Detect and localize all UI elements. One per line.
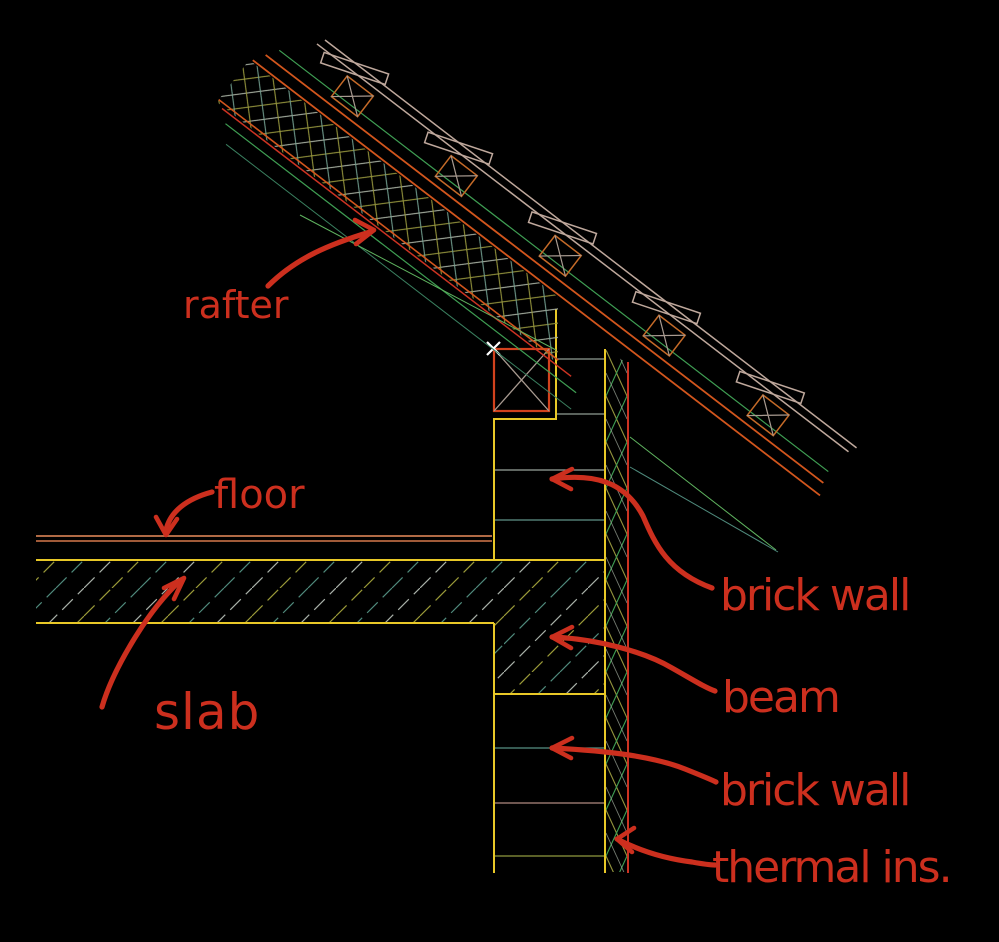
ceiling-lines: [299, 214, 779, 553]
thermal-ins-label: thermal ins.: [712, 842, 951, 893]
annotations: [99, 217, 719, 868]
batten-icon: [538, 234, 583, 278]
brick-wall-lower-label: brick wall: [720, 765, 909, 816]
beam-leader-arrow: [549, 624, 718, 694]
wall-section: [36, 309, 629, 873]
brick-course-lines: [495, 358, 604, 857]
beam-label: beam: [722, 672, 839, 723]
slab-leader-arrow: [99, 575, 187, 710]
roof-tiles: [319, 51, 806, 405]
tile-icon: [735, 370, 806, 405]
rafter-leader-arrow: [265, 217, 377, 289]
slab-beam-hatch: [36, 561, 605, 693]
floor-label: floor: [214, 472, 305, 518]
tile-icon: [631, 290, 702, 325]
tile-icon: [423, 131, 494, 166]
rafter-label: rafter: [183, 283, 289, 327]
floor-leader-arrow: [153, 489, 215, 538]
tile-icon: [527, 210, 598, 245]
roof-layer-lines: [218, 39, 858, 497]
wall-outline: [36, 309, 606, 873]
brick-wall-upper-leader-arrow: [549, 466, 715, 591]
slab-label: slab: [154, 683, 260, 741]
batten-icon: [746, 393, 791, 437]
brick-wall-upper-label: brick wall: [720, 570, 909, 621]
batten-icon: [642, 314, 687, 357]
rafter-insulation-band: [216, 59, 558, 376]
thermal-ins-leader-arrow: [614, 825, 718, 868]
wall-plate: [492, 347, 551, 413]
batten-icon: [330, 74, 375, 118]
annotation-labels: rafter floor slab brick wall beam brick …: [154, 283, 953, 893]
roof-assembly: [216, 39, 858, 553]
thermal-insulation-hatch: [606, 350, 627, 872]
floor-finish-lines: [36, 535, 492, 542]
roof-battens: [330, 74, 791, 437]
batten-icon: [434, 154, 479, 198]
brick-wall-lower-leader-arrow: [549, 735, 719, 785]
tile-icon: [319, 51, 390, 86]
